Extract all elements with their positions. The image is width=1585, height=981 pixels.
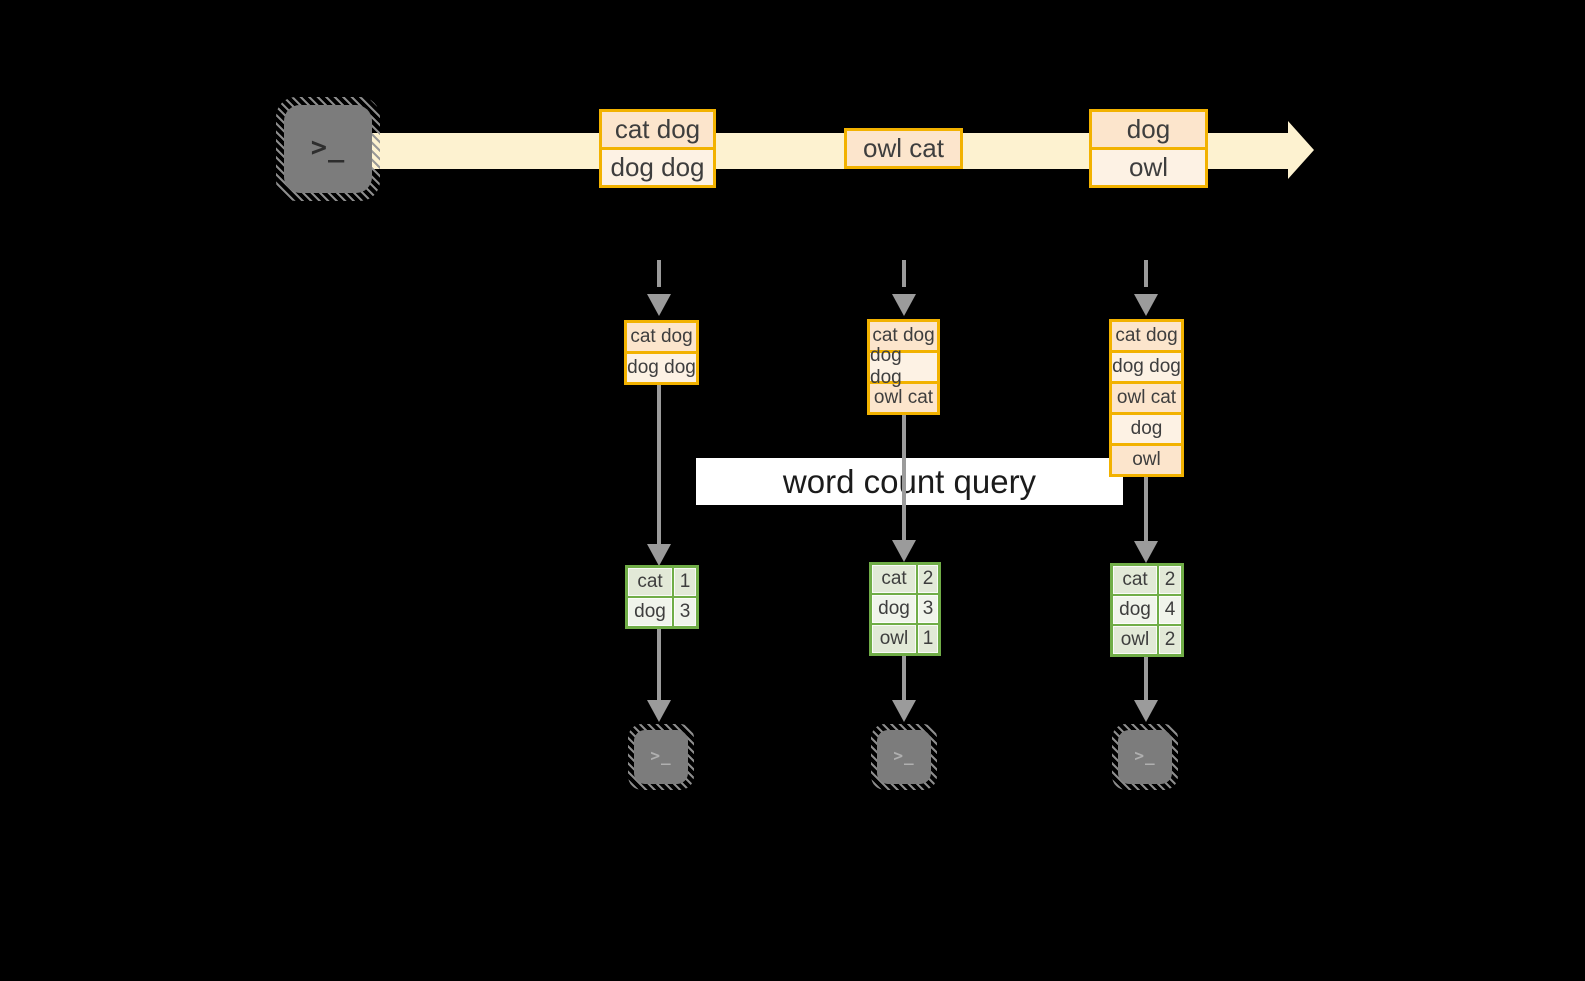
dashed-arrowhead-icon: [647, 294, 671, 316]
terminal-prompt-glyph: >_: [1134, 745, 1156, 765]
count-cell: 3: [918, 595, 938, 623]
word-cell: dog: [628, 598, 674, 626]
count-cell: 1: [674, 568, 696, 596]
sink-terminal-icon-3: >_: [1112, 724, 1178, 790]
event-row: dog dog: [602, 147, 713, 185]
event-row: dog: [1092, 112, 1205, 147]
event-row: cat dog: [602, 112, 713, 147]
query-arrow-line: [657, 383, 661, 546]
count-cell: 4: [1159, 596, 1181, 624]
output-arrowhead-icon: [892, 700, 916, 722]
query-label: word count query: [696, 458, 1123, 505]
word-cell: owl: [872, 625, 918, 653]
dashed-arrowhead-icon: [892, 294, 916, 316]
accumulated-row: owl cat: [870, 381, 937, 412]
dashed-arrowhead-icon: [1134, 294, 1158, 316]
query-arrowhead-icon: [647, 544, 671, 566]
stream-arrowhead-icon: [1288, 121, 1314, 179]
table-row: cat 2: [1113, 566, 1181, 594]
event-box-1: cat dog dog dog: [599, 109, 716, 188]
output-arrow-line: [1144, 657, 1148, 702]
event-row: owl: [1092, 147, 1205, 185]
table-row: dog 3: [872, 593, 938, 623]
accumulated-row: cat dog: [870, 322, 937, 350]
count-cell: 3: [674, 598, 696, 626]
count-cell: 2: [1159, 566, 1181, 594]
terminal-prompt-glyph: >_: [893, 745, 915, 765]
word-cell: cat: [872, 565, 918, 593]
query-arrow-line: [902, 412, 906, 541]
accumulated-row: dog dog: [627, 351, 696, 382]
terminal-icon: >_: [877, 730, 931, 784]
accumulated-row: owl: [1112, 443, 1181, 474]
terminal-icon: >_: [634, 730, 688, 784]
terminal-icon: >_: [1118, 730, 1172, 784]
table-row: dog 3: [628, 596, 696, 626]
output-arrowhead-icon: [647, 700, 671, 722]
sink-terminal-icon-1: >_: [628, 724, 694, 790]
accumulated-row: dog dog: [1112, 350, 1181, 381]
table-row: dog 4: [1113, 594, 1181, 624]
word-cell: dog: [1113, 596, 1159, 624]
count-cell: 1: [918, 625, 938, 653]
output-arrow-line: [657, 628, 661, 702]
table-row: cat 1: [628, 568, 696, 596]
accumulated-box-3: cat dog dog dog owl cat dog owl: [1109, 319, 1184, 477]
output-arrow-line: [902, 656, 906, 702]
source-terminal-icon: >_: [276, 97, 380, 201]
accumulated-row: owl cat: [1112, 381, 1181, 412]
event-box-3: dog owl: [1089, 109, 1208, 188]
count-table-1: cat 1 dog 3: [625, 565, 699, 629]
dashed-arrow-line: [1144, 260, 1148, 287]
table-row: owl 2: [1113, 624, 1181, 654]
count-cell: 2: [918, 565, 938, 593]
dashed-arrow-line: [657, 260, 661, 287]
count-cell: 2: [1159, 626, 1181, 654]
accumulated-row: cat dog: [1112, 322, 1181, 350]
accumulated-box-2: cat dog dog dog owl cat: [867, 319, 940, 415]
query-arrowhead-icon: [1134, 541, 1158, 563]
query-arrowhead-icon: [892, 540, 916, 562]
output-arrowhead-icon: [1134, 700, 1158, 722]
terminal-prompt-glyph: >_: [650, 745, 672, 765]
word-cell: owl: [1113, 626, 1159, 654]
accumulated-row: dog: [1112, 412, 1181, 443]
terminal-prompt-glyph: >_: [310, 131, 346, 163]
word-cell: cat: [1113, 566, 1159, 594]
sink-terminal-icon-2: >_: [871, 724, 937, 790]
table-row: cat 2: [872, 565, 938, 593]
query-arrow-line: [1144, 476, 1148, 543]
accumulated-row: cat dog: [627, 323, 696, 351]
word-cell: dog: [872, 595, 918, 623]
dashed-arrow-line: [902, 260, 906, 287]
terminal-icon: >_: [284, 105, 372, 193]
accumulated-row: dog dog: [870, 345, 937, 388]
table-row: owl 1: [872, 623, 938, 653]
word-cell: cat: [628, 568, 674, 596]
count-table-3: cat 2 dog 4 owl 2: [1110, 563, 1184, 657]
count-table-2: cat 2 dog 3 owl 1: [869, 562, 941, 656]
accumulated-box-1: cat dog dog dog: [624, 320, 699, 385]
event-row: owl cat: [847, 131, 960, 166]
event-box-2: owl cat: [844, 128, 963, 169]
